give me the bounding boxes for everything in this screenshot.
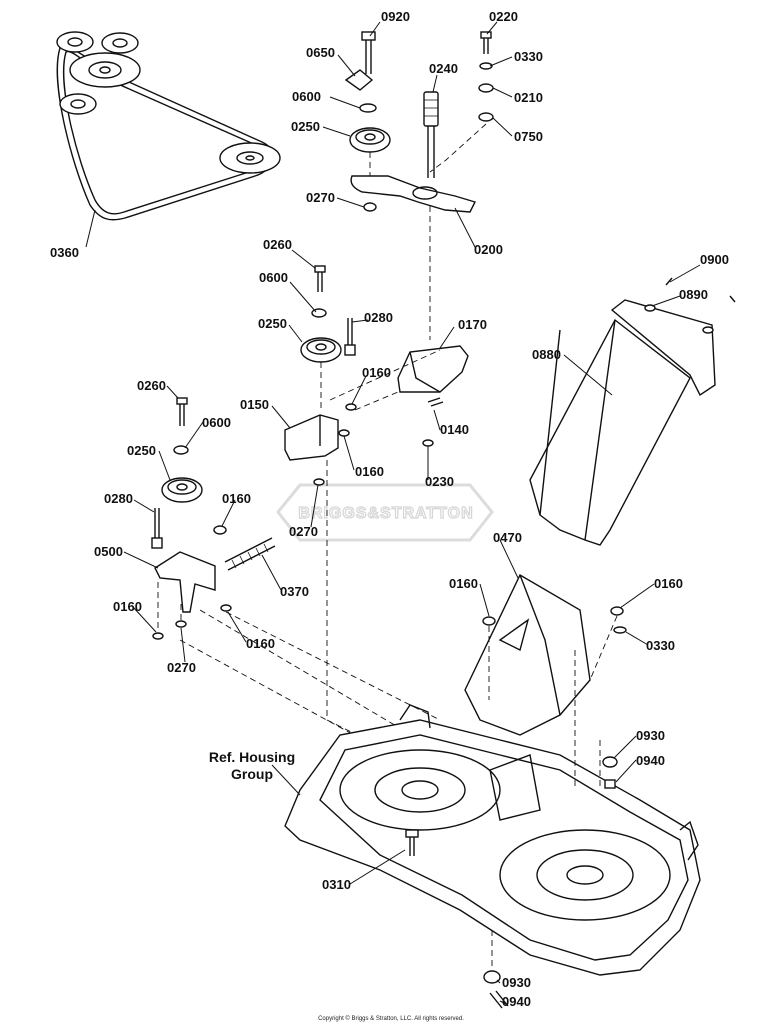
- callout-0250-middle: 0250: [258, 316, 287, 331]
- discharge-chute: [529, 277, 736, 546]
- callout-0160-c: 0160: [222, 491, 251, 506]
- callout-0920: 0920: [381, 9, 410, 24]
- callout-0940-lower: 0940: [502, 994, 531, 1009]
- leader-lines: [85, 21, 701, 1005]
- callout-0270-top: 0270: [306, 190, 335, 205]
- callout-0890: 0890: [679, 287, 708, 302]
- callout-0470: 0470: [493, 530, 522, 545]
- chute-mount: [464, 574, 627, 736]
- callout-0230: 0230: [425, 474, 454, 489]
- callout-0650: 0650: [306, 45, 335, 60]
- callout-0330-top: 0330: [514, 49, 543, 64]
- callout-0600-middle: 0600: [259, 270, 288, 285]
- callout-0880: 0880: [532, 347, 561, 362]
- part-callouts: 0920 0220 0650 0330 0240 0210 0600 0250 …: [50, 9, 729, 1009]
- callout-0360: 0360: [50, 245, 79, 260]
- callout-0930-upper: 0930: [636, 728, 665, 743]
- callout-0270-left: 0270: [167, 660, 196, 675]
- callout-0160-f: 0160: [113, 599, 142, 614]
- callout-0330-right: 0330: [646, 638, 675, 653]
- callout-0210: 0210: [514, 90, 543, 105]
- callout-0240: 0240: [429, 61, 458, 76]
- center-idler-assembly: [284, 265, 469, 781]
- callout-0140: 0140: [440, 422, 469, 437]
- callout-0370: 0370: [280, 584, 309, 599]
- callout-0160-g: 0160: [246, 636, 275, 651]
- callout-0160-a: 0160: [362, 365, 391, 380]
- copyright-notice: Copyright © Briggs & Stratton, LLC. All …: [318, 1015, 464, 1022]
- callout-0600-left: 0600: [202, 415, 231, 430]
- callout-0900: 0900: [700, 252, 729, 267]
- callout-0750: 0750: [514, 129, 543, 144]
- callout-0280-left: 0280: [104, 491, 133, 506]
- drive-belt: [56, 31, 281, 221]
- callout-0930-lower: 0930: [502, 975, 531, 990]
- callout-0200: 0200: [474, 242, 503, 257]
- callout-0220: 0220: [489, 9, 518, 24]
- ref-housing-label-line2: Group: [231, 766, 273, 782]
- callout-0170: 0170: [458, 317, 487, 332]
- callout-0160-b: 0160: [355, 464, 384, 479]
- callout-0600-top: 0600: [292, 89, 321, 104]
- callout-0500: 0500: [94, 544, 123, 559]
- callout-0250-left: 0250: [127, 443, 156, 458]
- callout-0270-middle: 0270: [289, 524, 318, 539]
- callout-0310: 0310: [322, 877, 351, 892]
- left-idler-assembly: [151, 397, 441, 761]
- watermark-text: BRIGGS&STRATTON: [298, 505, 473, 522]
- callout-0940-upper: 0940: [636, 753, 665, 768]
- callout-0160-e: 0160: [654, 576, 683, 591]
- ref-housing-label-line1: Ref. Housing: [209, 749, 295, 765]
- callout-0150: 0150: [240, 397, 269, 412]
- brand-watermark: BRIGGS&STRATTON: [276, 483, 494, 542]
- callout-0280-middle: 0280: [364, 310, 393, 325]
- mower-deck-housing: [284, 650, 701, 1009]
- callout-0160-d: 0160: [449, 576, 478, 591]
- callout-0260-middle: 0260: [263, 237, 292, 252]
- callout-0260-left: 0260: [137, 378, 166, 393]
- idler-arm-assembly: [344, 31, 494, 340]
- callout-0250-top: 0250: [291, 119, 320, 134]
